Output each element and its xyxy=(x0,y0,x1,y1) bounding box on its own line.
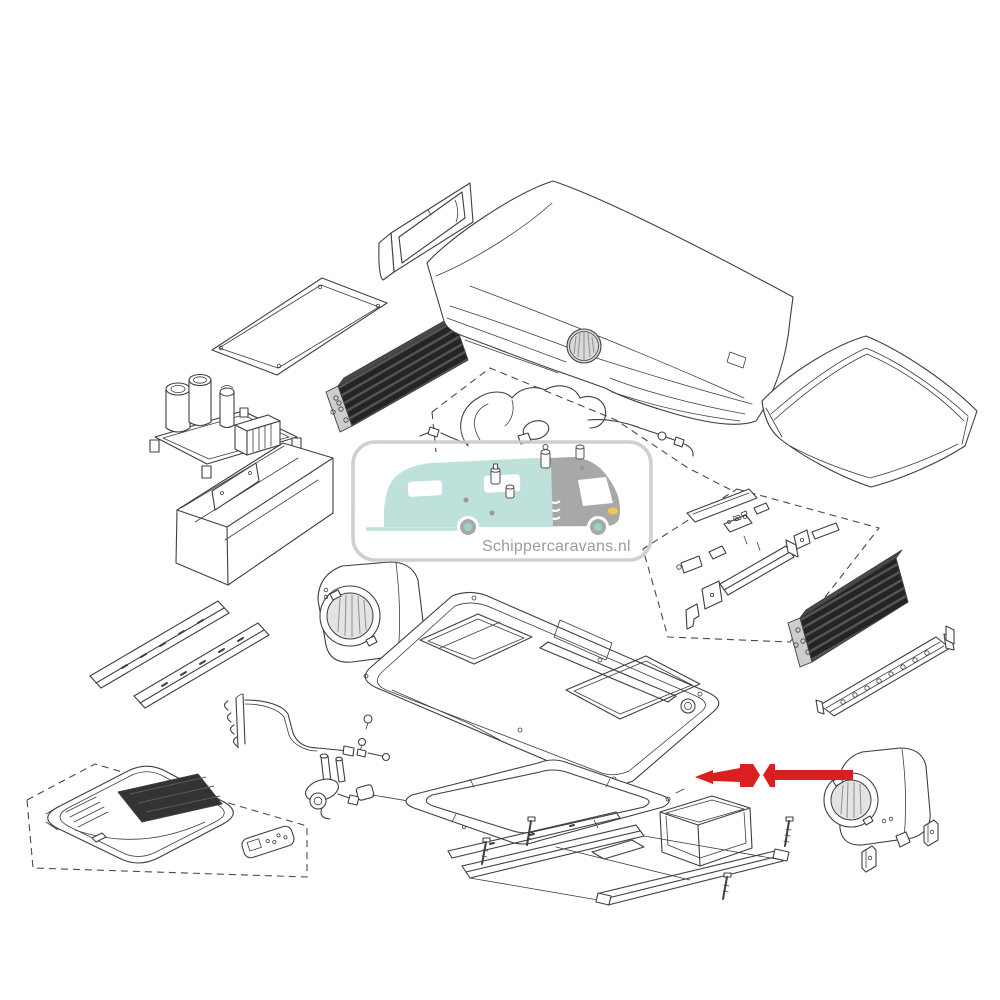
watermark-border xyxy=(351,440,653,562)
mounting-frame xyxy=(447,811,790,906)
coil-tube-ends xyxy=(793,627,811,655)
alt-roof-cover xyxy=(761,335,978,488)
cover-vent-grille xyxy=(566,328,602,364)
highlight-arrow xyxy=(695,764,853,787)
metal-panel xyxy=(211,277,388,376)
pan-recess-right xyxy=(565,655,701,720)
bolt xyxy=(722,872,732,900)
watermark: Schippercaravans.nl xyxy=(351,440,653,562)
bracket xyxy=(923,819,939,847)
evaporator-coil xyxy=(787,549,909,668)
dashed-outline-center xyxy=(431,367,736,493)
caravan-silhouette xyxy=(384,458,553,527)
bolt xyxy=(481,837,491,865)
watermark-text: Schippercaravans.nl xyxy=(482,538,631,555)
grommet xyxy=(505,484,515,499)
headlight xyxy=(608,507,618,515)
condenser-coil xyxy=(325,311,469,433)
control-parts-set xyxy=(676,488,840,630)
compressor-unit xyxy=(149,373,302,479)
vent-frame xyxy=(378,182,474,281)
pan-holes xyxy=(363,595,703,782)
grommet xyxy=(575,444,585,460)
compressor-feet xyxy=(149,407,302,479)
channel-bar xyxy=(719,539,799,596)
main-roof-cover xyxy=(426,180,794,425)
capacitor-cylinders xyxy=(165,373,235,433)
ceiling-distribution-unit xyxy=(45,765,234,864)
pipe-bundle xyxy=(223,693,391,762)
mounting-brackets xyxy=(861,819,939,873)
drain-channel-holes xyxy=(840,650,930,705)
transformer-block xyxy=(234,414,281,456)
dashed-outline-bottom-left xyxy=(26,763,308,878)
wheel xyxy=(587,516,609,538)
mounting-rail xyxy=(133,622,270,709)
dashed-outline-right xyxy=(642,488,880,643)
grommet xyxy=(540,444,551,469)
wheel xyxy=(457,516,479,538)
grommet xyxy=(490,463,501,485)
bracket xyxy=(861,845,877,873)
screw xyxy=(783,816,794,847)
rubber-grommets xyxy=(490,444,585,499)
remote-control xyxy=(241,825,295,859)
fastener-clips xyxy=(357,714,373,752)
drain-channel xyxy=(815,625,955,717)
mounting-rails xyxy=(89,600,270,709)
valve-assembly xyxy=(304,753,360,820)
mounting-rail xyxy=(89,600,230,689)
condensate-box xyxy=(659,795,753,867)
bolt xyxy=(526,816,536,846)
blower-housing-right xyxy=(823,747,931,848)
roof-seal-gasket xyxy=(405,759,685,845)
pan-recess-left xyxy=(419,613,533,665)
coil-tube-ends xyxy=(330,395,349,423)
refrigerant-tubing xyxy=(419,385,694,457)
fixing-bolts xyxy=(481,816,794,900)
electrical-box xyxy=(175,442,334,586)
